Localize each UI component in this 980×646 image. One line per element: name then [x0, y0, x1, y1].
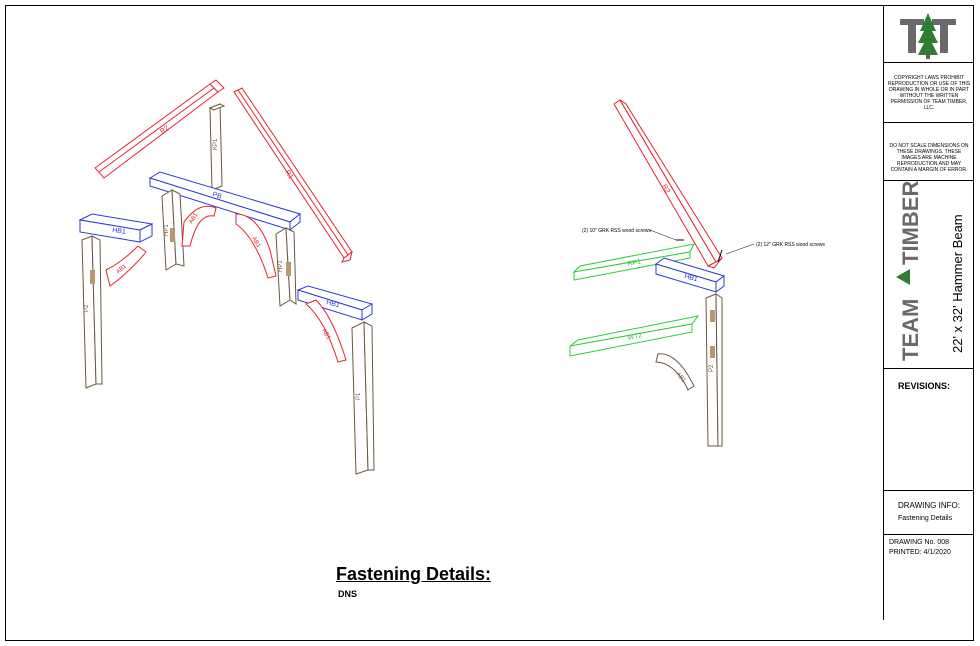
- post-p2-right: P2: [705, 293, 723, 447]
- plate-wt2: WT2: [569, 315, 700, 357]
- tree-icon: [896, 269, 910, 285]
- brace-ab1-a: AB1: [181, 205, 217, 247]
- label-ab1-right: AB1: [320, 328, 331, 341]
- plate-rp1: RP1: [572, 243, 695, 281]
- copyright-cell: COPYRIGHT LAWS PROHIBIT REPRODUCTION OR …: [884, 63, 974, 123]
- label-pb: PB: [211, 191, 222, 201]
- label-rp1: RP1: [627, 258, 642, 268]
- beam-hb1-left: HB1: [78, 213, 154, 243]
- post-hp1-right: HP1: [275, 227, 297, 307]
- team-timber-logo: [900, 13, 956, 59]
- post-p2-left: P2: [81, 235, 103, 389]
- drawing-number-cell: DRAWING No. 008 PRINTED: 4/1/2020: [884, 535, 974, 620]
- label-p2-right: P2: [709, 364, 715, 372]
- brand-cell: TEAM TIMBER 22' x 32' Hammer Beam: [884, 181, 974, 369]
- callout-screws-12-text: (2) 12" GRK RSS wood screws: [756, 242, 826, 248]
- drawing-info-value: Fastening Details: [898, 515, 953, 522]
- post-p1: P1: [351, 321, 375, 475]
- copyright-text: COPYRIGHT LAWS PROHIBIT REPRODUCTION OR …: [887, 75, 971, 111]
- beam-hb1-r2: HB1: [654, 257, 726, 293]
- title-block: COPYRIGHT LAWS PROHIBIT REPRODUCTION OR …: [883, 5, 974, 620]
- label-wt2: WT2: [627, 332, 643, 342]
- drawing-number: DRAWING No. 008: [889, 539, 950, 546]
- brace-ab1-r2: AB1: [655, 353, 695, 391]
- brand-mark: TEAM TIMBER 22' x 32' Hammer Beam: [896, 181, 965, 361]
- label-kp1: KP1: [213, 138, 219, 150]
- sheet-title: Fastening Details:: [336, 564, 492, 584]
- label-p2-left: P2: [84, 304, 90, 312]
- sheet-subtitle: DNS: [338, 589, 358, 599]
- label-ab1-a: AB1: [189, 212, 200, 225]
- drawing-info-label: DRAWING INFO:: [898, 501, 960, 510]
- label-r1: R1: [283, 169, 294, 180]
- revisions-cell: REVISIONS:: [884, 369, 974, 491]
- callout-screws-10: (2) 10" GRK RSS wood screws: [582, 228, 684, 241]
- dimensions-note-text: DO NOT SCALE DIMENSIONS ON THESE DRAWING…: [889, 143, 969, 173]
- brace-ab1-right: AB1: [305, 299, 347, 363]
- callout-screws-12: (2) 12" GRK RSS wood screws: [717, 242, 826, 263]
- beam-hb1-right: HB1: [296, 285, 374, 321]
- logo-cell: [884, 5, 974, 63]
- dimensions-note-cell: DO NOT SCALE DIMENSIONS ON THESE DRAWING…: [884, 123, 974, 181]
- label-hp1-right: HP1: [278, 260, 284, 272]
- brace-ab1-left: AB1: [105, 245, 147, 287]
- label-ab1-b: AB1: [250, 236, 261, 249]
- project-name: 22' x 32' Hammer Beam: [950, 214, 965, 353]
- label-hb1-right: HB1: [326, 299, 341, 309]
- label-r2-right: R2: [660, 184, 671, 195]
- revisions-label: REVISIONS:: [898, 381, 951, 391]
- callout-screws-10-text: (2) 10" GRK RSS wood screws: [582, 228, 652, 234]
- drawing-frame: [5, 5, 974, 641]
- printed-date: PRINTED: 4/1/2020: [889, 549, 951, 556]
- post-hp1-left: HP1: [161, 189, 185, 271]
- label-hb1-left: HB1: [112, 227, 127, 236]
- rafter-r2-right: R2: [613, 99, 723, 269]
- label-r2: R2: [159, 125, 170, 136]
- rafter-r2: R2: [94, 79, 225, 179]
- rafter-r1: R1: [233, 87, 353, 263]
- post-kp1: KP1: [208, 103, 226, 191]
- brace-ab1-b: AB1: [235, 213, 277, 279]
- brand-top: TEAM: [898, 299, 923, 361]
- drawing-info-cell: DRAWING INFO: Fastening Details: [884, 491, 974, 535]
- label-hb1-r2: HB1: [684, 273, 699, 283]
- brand-bottom: TIMBER: [898, 181, 923, 265]
- label-p1: P1: [356, 392, 362, 400]
- label-hp1-left: HP1: [164, 224, 170, 236]
